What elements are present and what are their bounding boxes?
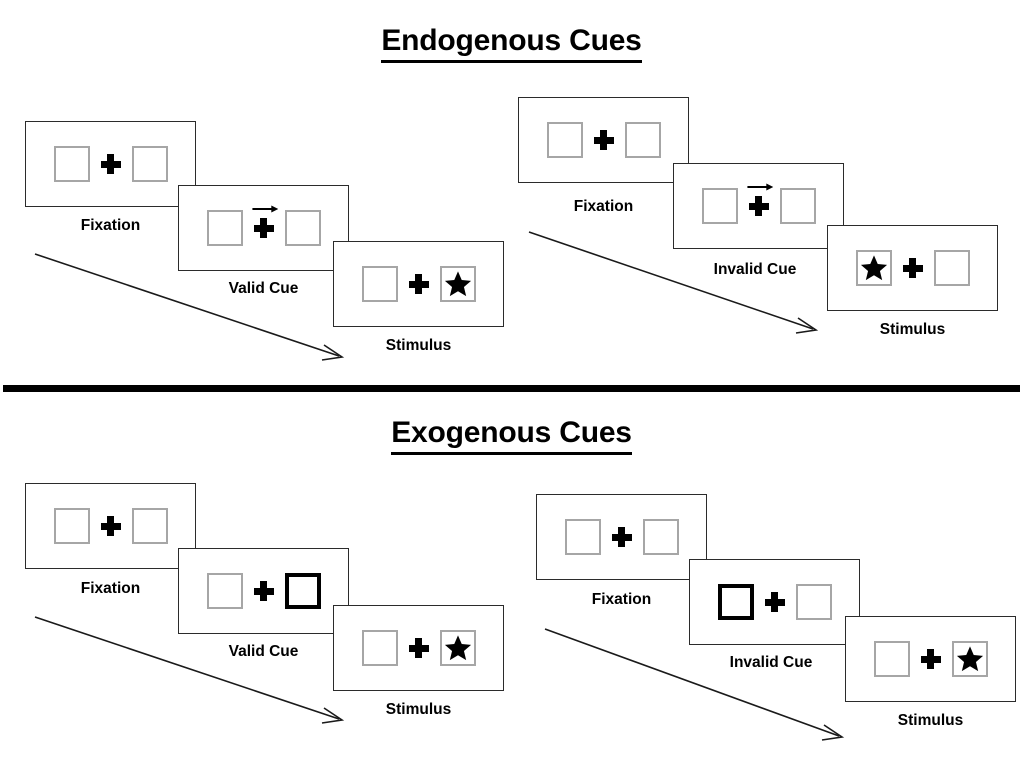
placeholder-box-left [701,188,738,224]
placeholder-box-right-cued [284,573,321,609]
placeholder-box-left [546,122,583,158]
fixation-center [892,258,934,278]
placeholder-box-right [439,266,476,302]
fixation-center [398,638,440,658]
placeholder-box-left [564,519,601,555]
placeholder-box-right [624,122,661,158]
panel-exogenous-invalid-cue [689,559,860,645]
plus-cross-icon [593,130,614,150]
panel-content [53,146,168,182]
fixation-center [910,649,952,669]
fixation-center [243,581,285,601]
placeholder-box-right [642,519,679,555]
placeholder-box-right [439,630,476,666]
fixation-center [583,130,625,150]
placeholder-box-left [855,250,892,286]
caption-endogenous-valid-cue: Valid Cue [228,280,299,297]
plus-cross-icon [920,649,941,669]
panel-content [53,508,168,544]
panel-exogenous-valid-stimulus [333,605,504,691]
section-title-exogenous-text: Exogenous Cues [391,416,632,455]
caption-endogenous-invalid-stimulus: Stimulus [879,321,946,338]
panel-exogenous-invalid-fixation [536,494,707,580]
plus-cross-icon [902,258,923,278]
panel-exogenous-valid-cue [178,548,349,634]
placeholder-box-left [361,630,398,666]
plus-cross-icon [100,154,121,174]
panel-endogenous-invalid-stimulus [827,225,998,311]
placeholder-box-right [779,188,816,224]
star-icon [860,254,888,282]
plus-cross-icon [100,516,121,536]
placeholder-box-right [284,210,321,246]
panel-content [206,573,321,609]
placeholder-box-left [53,508,90,544]
caption-endogenous-invalid-fixation: Fixation [573,198,634,215]
panel-endogenous-invalid-cue [673,163,844,249]
panel-endogenous-invalid-fixation [518,97,689,183]
caption-exogenous-invalid-fixation: Fixation [591,591,652,608]
placeholder-box-right [951,641,988,677]
plus-cross-icon [253,581,274,601]
placeholder-box-left [873,641,910,677]
star-icon [444,634,472,662]
plus-cross-icon [253,218,274,238]
caption-exogenous-valid-cue: Valid Cue [228,643,299,660]
placeholder-box-left [53,146,90,182]
placeholder-box-right [933,250,970,286]
panel-content [717,584,832,620]
plus-cross-icon [764,592,785,612]
panel-content [701,183,816,224]
fixation-center [754,592,796,612]
plus-cross-icon [611,527,632,547]
caption-exogenous-valid-stimulus: Stimulus [385,701,452,718]
caption-endogenous-invalid-cue: Invalid Cue [713,261,797,278]
fixation-center [738,183,780,216]
plus-cross-icon [408,274,429,294]
arrow-right-icon [746,183,773,193]
star-icon [956,645,984,673]
caption-exogenous-valid-fixation: Fixation [80,580,141,597]
fixation-center [243,205,285,238]
placeholder-box-right [795,584,832,620]
panel-endogenous-valid-cue [178,185,349,271]
panel-content [855,250,970,286]
section-title-exogenous: Exogenous Cues [0,416,1023,455]
arrow-right-icon [251,205,278,215]
plus-cross-icon [408,638,429,658]
panel-exogenous-invalid-stimulus [845,616,1016,702]
section-title-endogenous-text: Endogenous Cues [381,24,642,63]
section-divider [3,385,1020,392]
star-icon [444,270,472,298]
fixation-center [90,516,132,536]
fixation-center [90,154,132,174]
placeholder-box-left [206,573,243,609]
panel-exogenous-valid-fixation [25,483,196,569]
fixation-center [601,527,643,547]
panel-endogenous-valid-stimulus [333,241,504,327]
placeholder-box-right [131,508,168,544]
panel-endogenous-valid-fixation [25,121,196,207]
placeholder-box-left [361,266,398,302]
placeholder-box-left-cued [717,584,754,620]
panel-content [873,641,988,677]
panel-content [206,205,321,246]
panel-content [361,630,476,666]
plus-cross-icon [748,196,769,216]
fixation-center [398,274,440,294]
panel-content [546,122,661,158]
section-title-endogenous: Endogenous Cues [0,24,1023,63]
placeholder-box-left [206,210,243,246]
panel-content [564,519,679,555]
caption-endogenous-valid-stimulus: Stimulus [385,337,452,354]
caption-exogenous-invalid-stimulus: Stimulus [897,712,964,729]
caption-exogenous-invalid-cue: Invalid Cue [729,654,813,671]
placeholder-box-right [131,146,168,182]
panel-content [361,266,476,302]
caption-endogenous-valid-fixation: Fixation [80,217,141,234]
